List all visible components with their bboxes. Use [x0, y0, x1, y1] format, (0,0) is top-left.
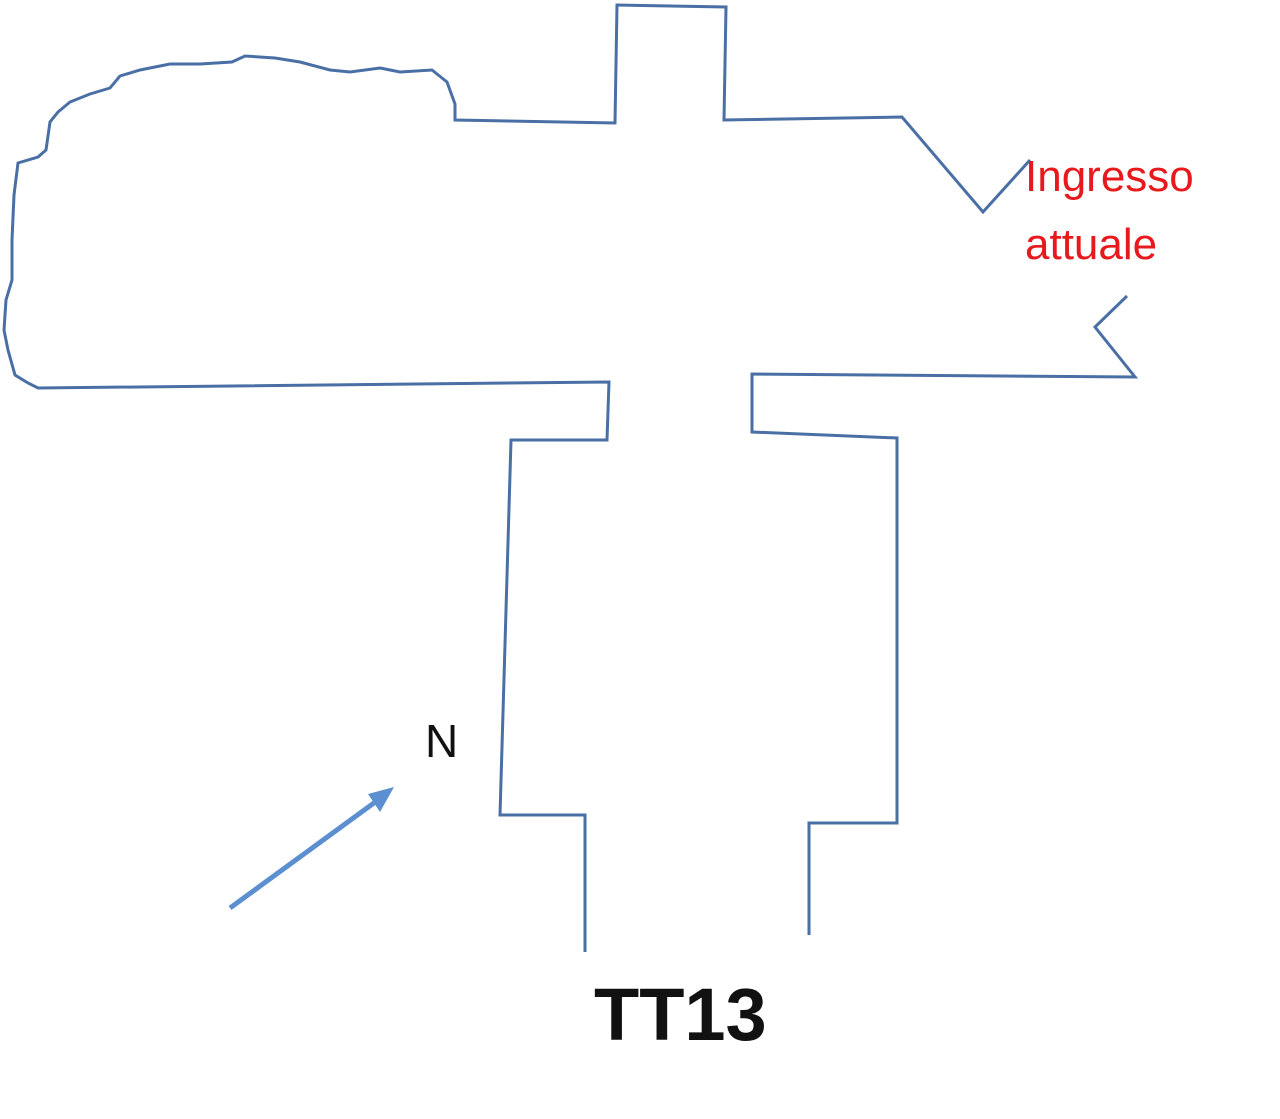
entrance-label-line1: Ingresso: [1025, 152, 1194, 201]
entrance-label: Ingresso attuale: [1025, 143, 1194, 279]
diagram-title: TT13: [594, 973, 767, 1056]
plan-outline-lower: [750, 294, 1139, 935]
entrance-label-line2: attuale: [1025, 220, 1158, 269]
plan-outline-upper: [2, 3, 1032, 952]
north-arrow-icon: [228, 787, 394, 911]
north-label: N: [425, 715, 459, 767]
